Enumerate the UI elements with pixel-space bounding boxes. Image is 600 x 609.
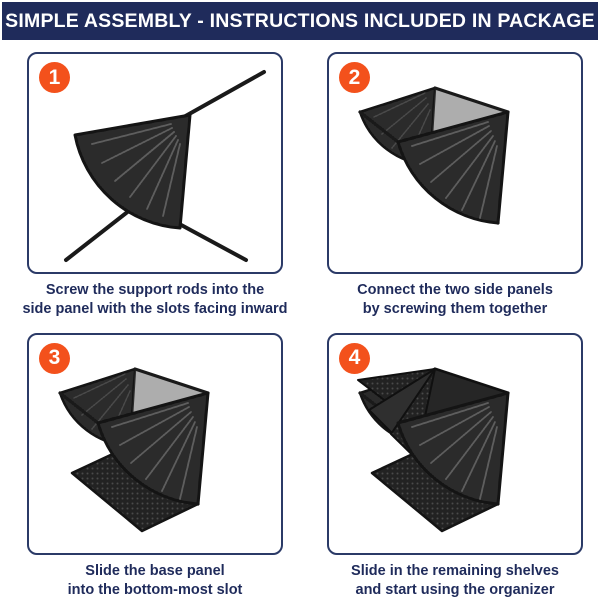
step-4-caption-line1: Slide in the remaining shelves (351, 562, 559, 579)
step-3-caption-line2: into the bottom-most slot (67, 581, 243, 598)
two-side-panels-connected-photo (358, 86, 510, 225)
step-4-photo-box: 4 (327, 332, 583, 555)
step-3-caption-line1: Slide the base panel (85, 562, 225, 579)
step-1: 1 Screw the support rods into the side p… (14, 52, 296, 329)
step-1-number-badge: 1 (39, 62, 70, 93)
step-1-caption-line1: Screw the support rods into the (45, 282, 265, 298)
step-4-caption: Slide in the remaining shelves and start… (314, 562, 596, 600)
step-3-caption: Slide the base panel into the bottom-mos… (14, 562, 296, 600)
step-3-number-badge: 3 (39, 342, 70, 374)
step-4: 4 Slide in the re (314, 332, 596, 609)
step-3-photo-box: 3 (27, 332, 283, 555)
step-2-photo-box: 2 (327, 52, 583, 274)
step-4-number-badge: 4 (339, 342, 370, 374)
banner-title: SIMPLE ASSEMBLY - INSTRUCTIONS INCLUDED … (2, 2, 598, 40)
step-4-caption-line2: and start using the organizer (355, 581, 555, 598)
step-3: 3 Slide the base (14, 332, 296, 609)
step-2-number-badge: 2 (339, 62, 370, 93)
step-1-caption: Screw the support rods into the side pan… (14, 281, 296, 319)
step-2-caption-line2: by screwing them together (362, 300, 548, 317)
step-2-caption-line1: Connect the two side panels (357, 282, 553, 298)
complete-organizer-with-shelves-photo (357, 367, 510, 532)
steps-grid: 1 Screw the support rods into the side p… (0, 40, 600, 609)
step-1-photo-box: 1 (27, 52, 283, 274)
step-2: 2 Connect the two side pan (314, 52, 596, 329)
step-2-caption: Connect the two side panels by screwing … (314, 281, 596, 319)
base-panel-inserted-photo (58, 367, 210, 532)
step-1-caption-line2: side panel with the slots facing inward (22, 300, 288, 317)
side-panel-with-support-rods-photo (64, 70, 266, 262)
